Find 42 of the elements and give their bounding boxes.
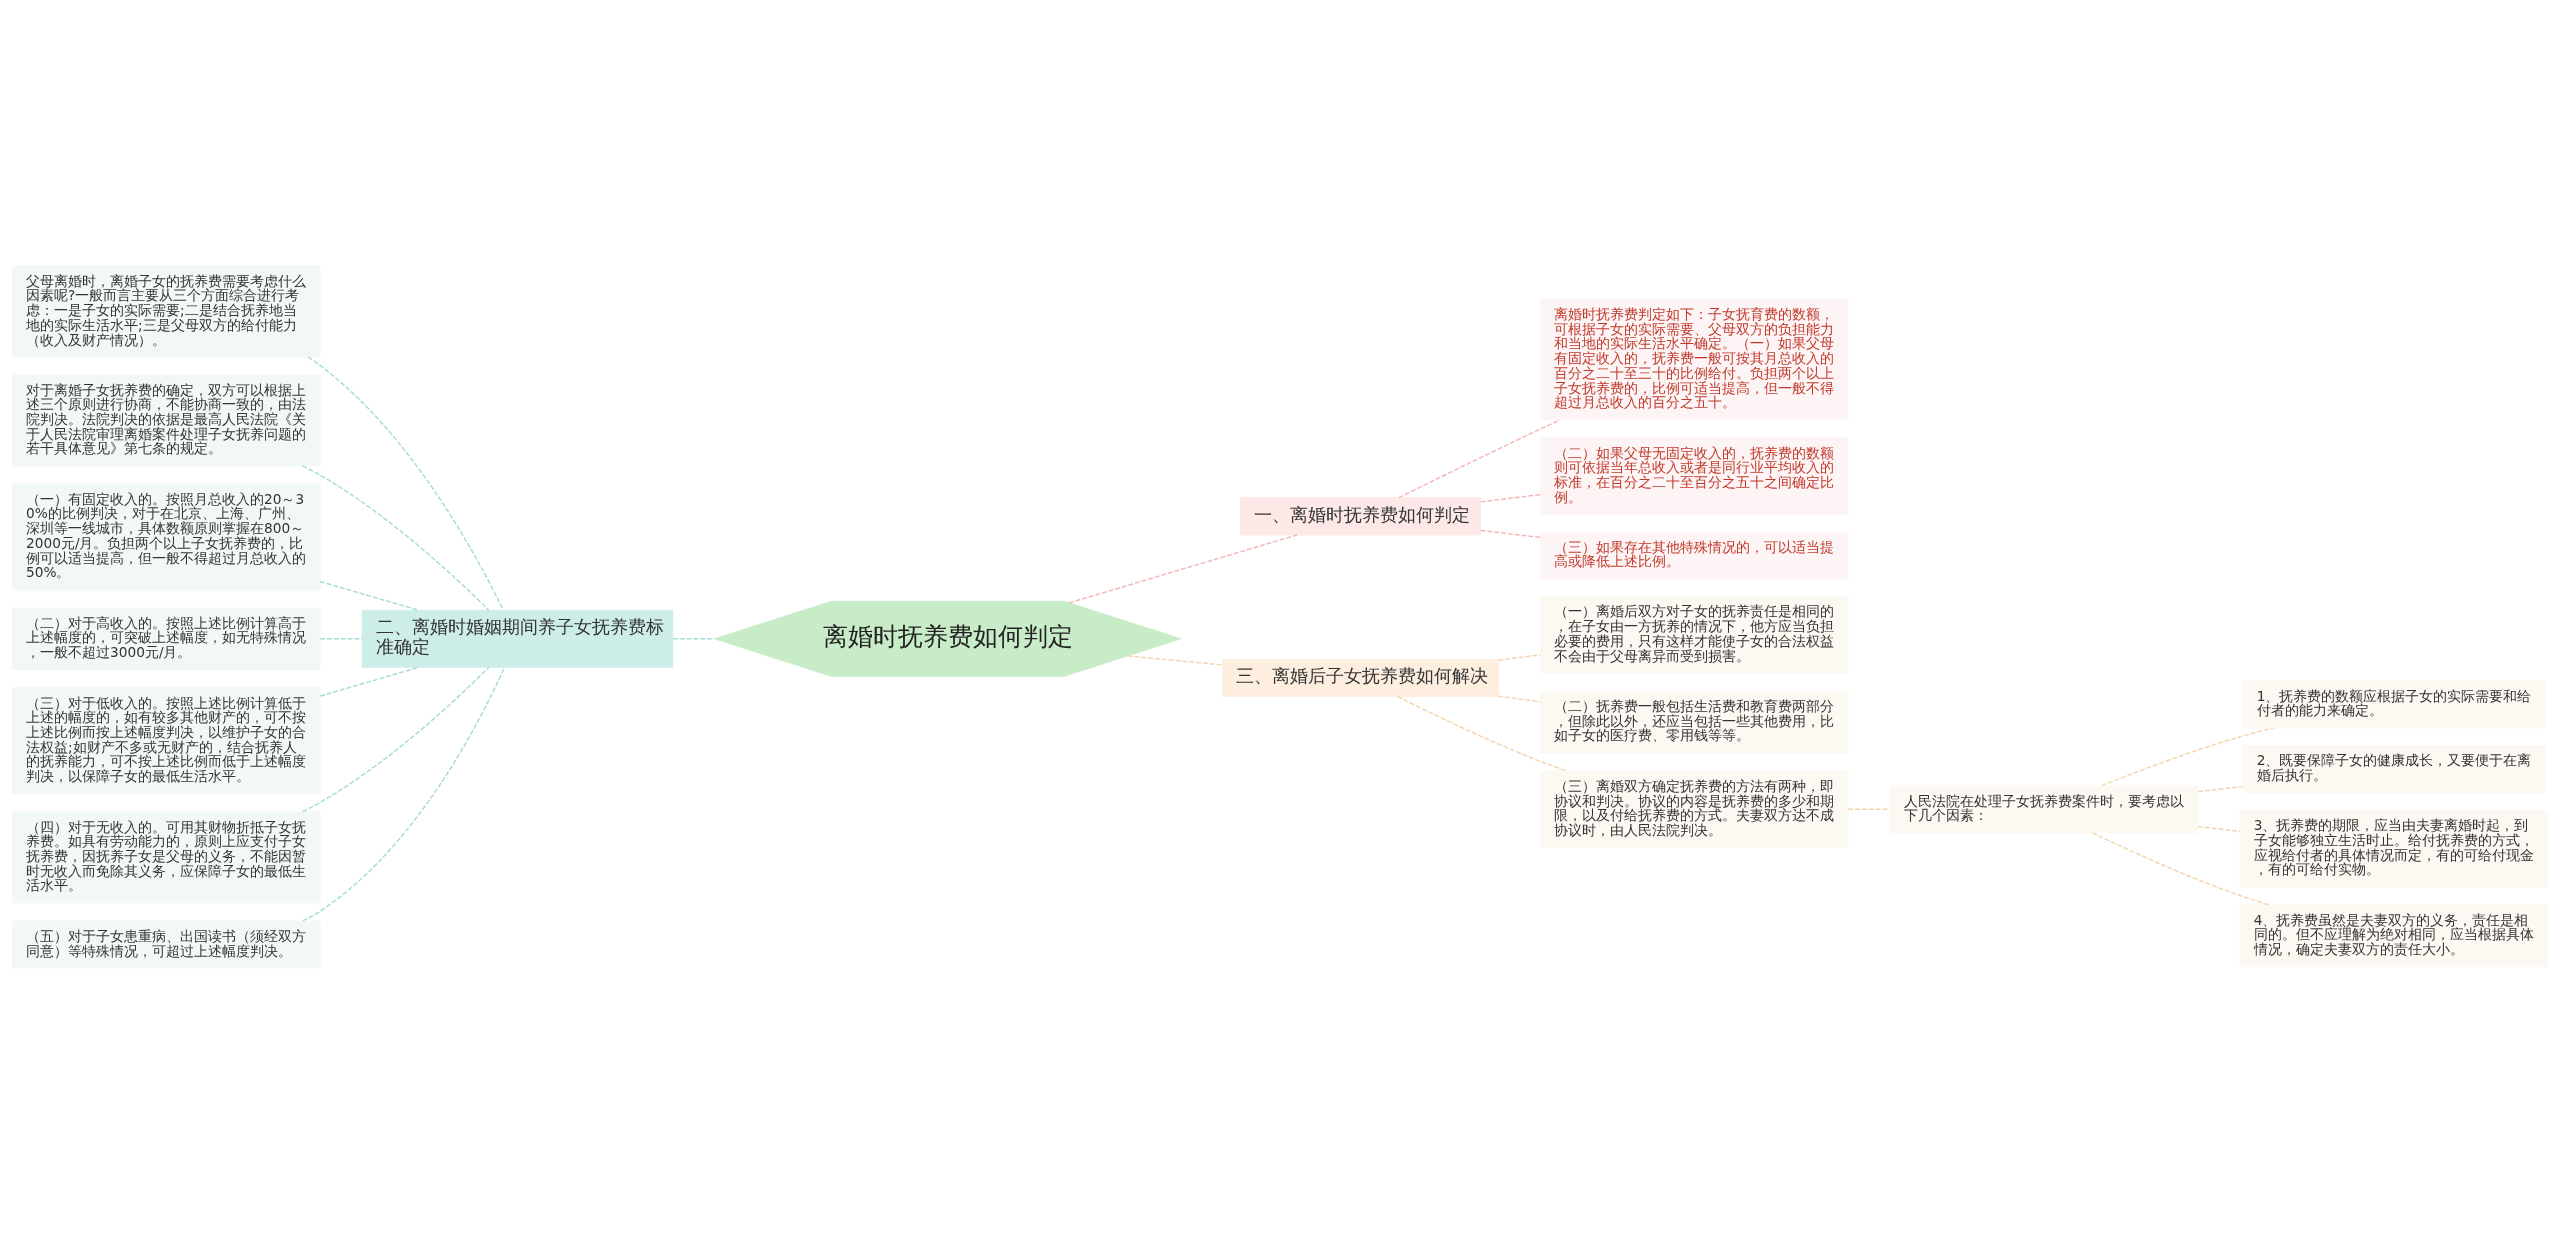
- connector: [1068, 533, 1298, 604]
- node-box: （二）抚养费一般包括生活费和教育费两部分，但除此以外，还应当包括一些其他费用，比如子女的医疗费、零用钱等等。: [1539, 690, 1849, 753]
- node-box: （四）对于无收入的。可用其财物折抵子女抚养费。如具有劳动能力的，原则上应支付子女抚养费，因抚养子女是父母的义务，不能因暂时无收入而免除其义务，应保障子女的最低生活水平。: [11, 810, 321, 903]
- node-box: 对于离婚子女抚养费的确定，双方可以根据上述三个原则进行协商，不能协商一致的，由法院判决。法院判决的依据是最高人民法院《关于人民法院审理离婚案件处理子女抚养问题的若干具体意见》第七条的规定。: [11, 373, 321, 466]
- connector: [301, 666, 490, 812]
- node-box: 3、抚养费的期限，应当由夫妻离婚时起，到子女能够独立生活时止。给付抚养费的方式，应视给付者的具体情况而定，有的可给付现金，有的可给付实物。: [2239, 809, 2549, 887]
- connector: [2197, 785, 2244, 792]
- node-box: 4、抚养费虽然是夫妻双方的义务，责任是相同的。但不应理解为绝对相同，应当根据具体情况，确定夫妻双方的责任大小。: [2239, 903, 2549, 967]
- connector: [1497, 694, 1541, 702]
- connector: [1480, 493, 1541, 503]
- connector: [2197, 825, 2241, 832]
- node-box: （一）有固定收入的。按照月总收入的20～30%的比例判决，对于在北京、上海、广州、深圳等一线城市，具体数额原则掌握在800～2000元/月。负担两个以上子女抚养费的，比例可以适当提高，但一般不得超过月总收入的50%。: [11, 483, 321, 590]
- connector: [1847, 808, 1891, 810]
- connector: [2091, 831, 2270, 906]
- node-box: 一、离婚时抚养费如何判定: [1239, 496, 1481, 535]
- connector: [1397, 695, 1568, 772]
- node-box: 离婚时抚养费判定如下：子女抚育费的数额，可根据子女的实际需要、父母双方的负担能力和当地的实际生活水平确定。（一）如果父母有固定收入的，抚养费一般可按其月总收入的百分之二十至三十的比例给付。负担两个以上子女抚养费的，比例可适当提高，但一般不得超过月总收入的百分之五十。: [1539, 298, 1849, 420]
- connector: [1480, 529, 1541, 538]
- connector: [319, 666, 420, 697]
- node-box: 三、离婚后子女抚养费如何解决: [1222, 658, 1499, 697]
- connector: [301, 464, 490, 611]
- connector: [672, 637, 716, 640]
- connector: [1126, 654, 1224, 666]
- node-box: （二）如果父母无固定收入的，抚养费的数额则可依据当年总收入或者是同行业平均收入的标准，在百分之二十至百分之五十之间确定比例。: [1539, 436, 1849, 515]
- node-box: （三）离婚双方确定抚养费的方法有两种，即协议和判决。协议的内容是抚养费的多少和期限，以及付给抚养费的方式。夫妻双方达不成协议时，由人民法院判决。: [1539, 770, 1849, 848]
- node-box: （五）对于子女患重病、出国读书（须经双方同意）等特殊情况，可超过上述幅度判决。: [11, 920, 321, 969]
- node-box: （三）如果存在其他特殊情况的，可以适当提高或降低上述比例。: [1539, 531, 1849, 579]
- node-box: （二）对于高收入的。按照上述比例计算高于上述幅度的，可突破上述幅度，如无特殊情况，一般不超过3000元/月。: [11, 606, 321, 670]
- connector: [1497, 653, 1541, 661]
- connector: [1398, 418, 1561, 498]
- node-box: 2、既要保障子女的健康成长，又要便于在离婚后执行。: [2242, 744, 2546, 793]
- connector: [319, 580, 420, 611]
- node-box: （一）离婚后双方对子女的抚养责任是相同的，在子女由一方抚养的情况下，他方应当负担必要的费用，只有这样才能使子女的合法权益不会由于父母离异而受到损害。: [1539, 595, 1849, 674]
- connector: [302, 666, 506, 922]
- connector: [319, 637, 363, 640]
- node-box: 1、抚养费的数额应根据子女的实际需要和给付者的能力来确定。: [2242, 679, 2546, 728]
- node-box: （三）对于低收入的。按照上述比例计算低于上述的幅度的，如有较多其他财产的，可不按上述比例而按上述幅度判决，以维护子女的合法权益;如财产不多或无财产的，结合抚养人的抚养能力，可不按上述比例而低于上述幅度判决，以保障子女的最低生活水平。: [11, 686, 321, 794]
- connector: [2101, 726, 2274, 786]
- node-box: 父母离婚时，离婚子女的抚养费需要考虑什么因素呢?一般而言主要从三个方面综合进行考虑：一是子女的实际需要;二是结合抚养地当地的实际生活水平;三是父母双方的给付能力（收入及财产情况）。: [11, 264, 321, 358]
- node-box: 人民法院在处理子女抚养费案件时，要考虑以下几个因素：: [1889, 784, 2199, 833]
- connector: [307, 355, 504, 611]
- node-box: 二、离婚时婚姻期间养子女抚养费标准确定: [361, 609, 674, 668]
